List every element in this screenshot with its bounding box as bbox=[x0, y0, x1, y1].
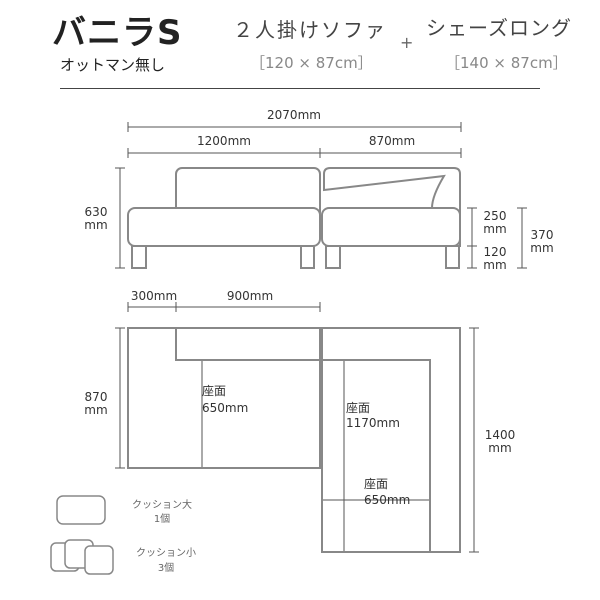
product-title: バニラS bbox=[52, 13, 183, 53]
height-value: 630 bbox=[85, 205, 108, 219]
back-value: 250 bbox=[484, 209, 507, 223]
seat3-width: 650mm bbox=[364, 493, 410, 507]
sofa-leg bbox=[131, 245, 147, 269]
chaise-backrest bbox=[322, 359, 431, 552]
large-cushion-icon bbox=[56, 495, 106, 525]
seat-height-unit: mm bbox=[530, 241, 553, 255]
top-view-sofa bbox=[127, 327, 461, 553]
large-cushion-count: 1個 bbox=[154, 512, 170, 525]
seat-height-value: 370 bbox=[531, 228, 554, 242]
chaise-seat bbox=[321, 207, 461, 247]
back-width-label: 900mm bbox=[227, 289, 273, 303]
two-seater-outline bbox=[127, 327, 321, 469]
sofa-leg bbox=[325, 245, 341, 269]
height-unit: mm bbox=[84, 218, 107, 232]
seat2-depth: 1170mm bbox=[346, 416, 400, 430]
cushion-legend bbox=[50, 495, 114, 575]
front-dimension-lines bbox=[115, 122, 527, 269]
left-width-label: 1200mm bbox=[197, 134, 251, 148]
large-cushion-name: クッション大 bbox=[132, 498, 192, 511]
depth-unit: mm bbox=[84, 403, 107, 417]
arm-width-label: 300mm bbox=[131, 289, 177, 303]
total-width-label: 2070mm bbox=[267, 108, 321, 122]
length-value: 1400 bbox=[485, 428, 516, 442]
right-width-label: 870mm bbox=[369, 134, 415, 148]
product1-size: ［120 × 87cm］ bbox=[250, 54, 373, 72]
seat3-label: 座面 bbox=[364, 476, 388, 491]
length-unit: mm bbox=[488, 441, 511, 455]
seat2-label: 座面 bbox=[346, 400, 370, 415]
product2-size: ［140 × 87cm］ bbox=[445, 54, 568, 72]
depth-value: 870 bbox=[85, 390, 108, 404]
two-seater-backrest bbox=[175, 328, 320, 361]
small-cushion-name: クッション小 bbox=[136, 547, 196, 559]
plus-sign: + bbox=[400, 33, 414, 52]
sofa-leg bbox=[445, 245, 460, 269]
seat1-depth: 650mm bbox=[202, 401, 248, 415]
front-view-sofa bbox=[127, 167, 461, 269]
seat1-label: 座面 bbox=[202, 383, 226, 398]
chaise-outline bbox=[321, 327, 461, 553]
product1-name: ２人掛けソファ bbox=[233, 18, 387, 42]
leg-unit: mm bbox=[483, 258, 506, 272]
small-cushion-icon bbox=[84, 545, 114, 575]
product-subtitle: オットマン無し bbox=[60, 56, 166, 74]
product2-name: シェーズロング bbox=[426, 16, 572, 40]
back-unit: mm bbox=[483, 222, 506, 236]
header-divider bbox=[60, 88, 540, 89]
small-cushion-count: 3個 bbox=[158, 561, 174, 574]
leg-value: 120 bbox=[484, 245, 507, 259]
sofa-leg bbox=[300, 245, 315, 269]
sofa-seat bbox=[127, 207, 321, 247]
